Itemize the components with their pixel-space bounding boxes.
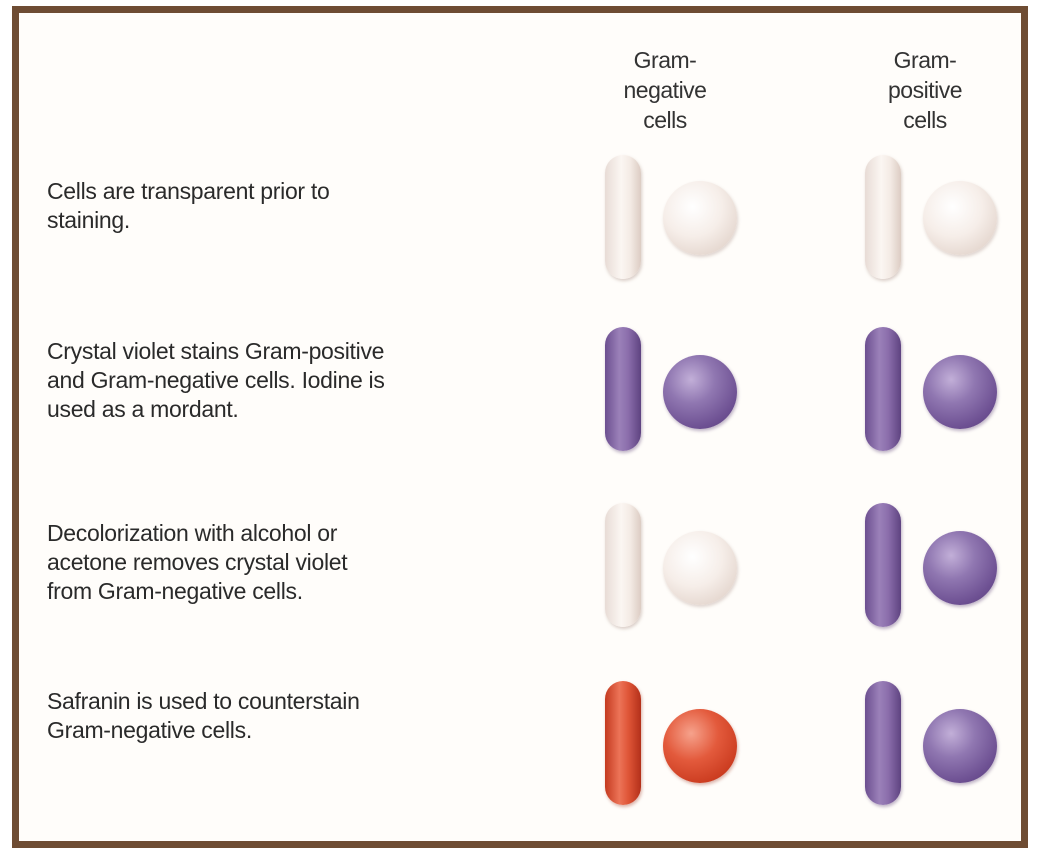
coccus-cell (923, 531, 997, 605)
step-1-description: Cells are transparent prior to staining. (47, 177, 329, 235)
rod-cell (605, 327, 641, 451)
step-text-line: and Gram-negative cells. Iodine is (47, 366, 385, 395)
coccus-cell (663, 181, 737, 255)
coccus-cell (663, 355, 737, 429)
coccus-cell (923, 709, 997, 783)
gram-positive-header: Gram- positive cells (845, 45, 1005, 135)
gram-negative-header-line: negative (585, 75, 745, 105)
rod-cell (605, 681, 641, 805)
step-text-line: staining. (47, 206, 329, 235)
gram-positive-header-line: positive (845, 75, 1005, 105)
step-2-description: Crystal violet stains Gram-positive and … (47, 337, 385, 424)
gram-negative-header-line: cells (585, 105, 745, 135)
step-3-description: Decolorization with alcohol or acetone r… (47, 519, 347, 606)
gram-negative-header-line: Gram- (585, 45, 745, 75)
gram-positive-header-line: cells (845, 105, 1005, 135)
figure-frame: Gram- negative cells Gram- positive cell… (12, 6, 1028, 848)
coccus-cell (663, 709, 737, 783)
rod-cell (865, 155, 901, 279)
step-4-description: Safranin is used to counterstain Gram-ne… (47, 687, 360, 745)
rod-cell (865, 503, 901, 627)
step-text-line: from Gram-negative cells. (47, 577, 347, 606)
coccus-cell (923, 355, 997, 429)
step-text-line: Decolorization with alcohol or (47, 519, 347, 548)
step-text-line: Crystal violet stains Gram-positive (47, 337, 385, 366)
step-text-line: used as a mordant. (47, 395, 385, 424)
rod-cell (865, 681, 901, 805)
coccus-cell (923, 181, 997, 255)
step-text-line: acetone removes crystal violet (47, 548, 347, 577)
step-text-line: Cells are transparent prior to (47, 177, 329, 206)
gram-positive-header-line: Gram- (845, 45, 1005, 75)
coccus-cell (663, 531, 737, 605)
step-text-line: Gram-negative cells. (47, 716, 360, 745)
gram-negative-header: Gram- negative cells (585, 45, 745, 135)
rod-cell (605, 503, 641, 627)
rod-cell (605, 155, 641, 279)
step-text-line: Safranin is used to counterstain (47, 687, 360, 716)
rod-cell (865, 327, 901, 451)
